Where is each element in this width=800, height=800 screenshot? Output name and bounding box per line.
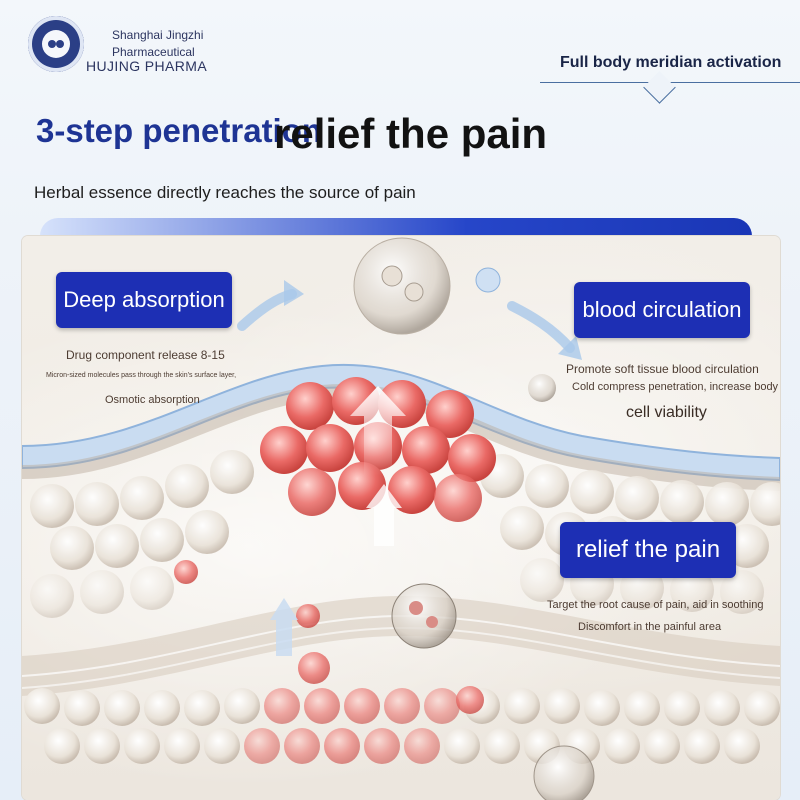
- arrow-up-icon: [270, 598, 298, 656]
- deep-absorption-label: Deep absorption: [56, 272, 232, 328]
- header-tagline: Full body meridian activation: [560, 54, 782, 71]
- company-english-name: HUJING PHARMA: [86, 58, 208, 74]
- arrow-up-icon: [366, 484, 402, 546]
- headline-part2: relief the pain: [274, 110, 548, 157]
- relief-line2: Discomfort in the painful area: [578, 621, 722, 633]
- deep-absorption-line1: Drug component release 8-15: [66, 348, 225, 362]
- relief-pain-label: relief the pain: [560, 522, 736, 578]
- blood-circulation-label: blood circulation: [574, 282, 750, 338]
- logo-dot: [56, 40, 64, 48]
- arrow-head-icon: [284, 280, 304, 306]
- chevron-down-icon: [643, 71, 676, 104]
- middle-cells: [30, 558, 764, 618]
- deep-absorption-line3: Osmotic absorption: [105, 394, 200, 406]
- deep-absorption-line2: Micron-sized molecules pass through the …: [46, 372, 237, 379]
- arrow-head-icon: [558, 336, 582, 360]
- logo-dot: [48, 40, 56, 48]
- headline-part1: 3-step penetration: [36, 112, 323, 149]
- bottom-cells: [24, 688, 780, 764]
- arrow-up-icon: [350, 386, 406, 476]
- relief-line1: Target the root cause of pain, aid in so…: [547, 599, 764, 611]
- company-logo: [28, 16, 84, 72]
- tissue-art: [22, 237, 780, 800]
- curved-arrow-icon: [507, 301, 575, 353]
- blood-circulation-line1: Promote soft tissue blood circulation: [566, 362, 759, 376]
- blood-circulation-line3: cell viability: [626, 404, 707, 421]
- subheadline: Herbal essence directly reaches the sour…: [34, 183, 416, 202]
- blood-circulation-line2: Cold compress penetration, increase body: [572, 381, 779, 393]
- company-name: Shanghai Jingzhi Pharmaceutical: [112, 28, 204, 59]
- lower-fiber-layer: [22, 596, 780, 696]
- molecule-bubbles: [174, 237, 595, 800]
